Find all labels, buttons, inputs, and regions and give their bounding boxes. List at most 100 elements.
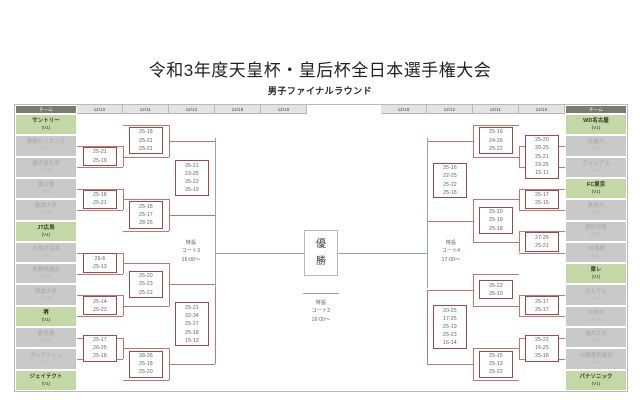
set-score: 25-19: [489, 217, 503, 224]
team-cell-left-2[interactable]: 順天堂大学(大学): [15, 156, 77, 178]
team-cell-left-1[interactable]: 東野ビリオンズ(V2): [15, 135, 77, 157]
team-cell-left-7[interactable]: 長野県連合(高校): [15, 263, 77, 285]
team-cell-right-9[interactable]: 中央大(大学): [565, 305, 627, 328]
team-class: (大学): [589, 146, 603, 152]
right-match-r1b-feeder-1: [519, 209, 565, 211]
team-class: (V1): [41, 231, 51, 237]
team-cell-right-12[interactable]: パナソニック(V1): [565, 369, 627, 391]
page-subtitle: 男子ファイナルラウンド: [267, 86, 373, 96]
set-score: 25-18: [535, 353, 549, 360]
left-match-qf_top-feeder-1: [169, 215, 215, 217]
left-match-qf_bot-join: [215, 284, 216, 365]
left-semi-spine: [215, 137, 216, 288]
set-score: 25-21: [139, 145, 153, 152]
team-name: 近畿大: [587, 139, 605, 146]
team-cell-left-12[interactable]: ジェイテクト(V1): [15, 369, 77, 391]
team-cell-left-0[interactable]: サントリー(V1): [15, 114, 77, 136]
left-match-r2c-feeder-1: [123, 305, 169, 307]
team-cell-right-8[interactable]: きんでん(V2): [565, 284, 627, 306]
team-class: (V1): [41, 316, 51, 322]
team-class: (大学): [589, 338, 603, 344]
team-cell-left-9[interactable]: 堺(V1): [15, 305, 77, 328]
set-score: 25-18: [93, 192, 107, 198]
team-class: (V1): [591, 125, 601, 131]
team-cell-left-6[interactable]: 大体大沼津(V1): [15, 241, 77, 264]
set-score: 25-15: [489, 353, 503, 360]
team-cell-left-11[interactable]: ヴィアティン(V2): [15, 348, 77, 370]
team-name: 富士通: [37, 182, 55, 189]
team-class: (V2): [41, 189, 51, 195]
team-cell-right-6[interactable]: VC長野(V2): [565, 241, 627, 264]
set-score: 25-21: [535, 242, 549, 249]
team-name: JT広島: [37, 224, 55, 231]
set-score: 25-21: [139, 137, 153, 144]
team-name: 長野県連合: [32, 267, 60, 274]
set-score: 25-18: [185, 329, 199, 336]
team-cell-left-4[interactable]: 新潟大学(大学): [15, 199, 77, 221]
team-name: 筑波大学: [35, 288, 57, 295]
team-cell-left-3[interactable]: 富士通(V2): [15, 177, 77, 200]
team-cell-right-2[interactable]: ヴォレアス(V2): [565, 156, 627, 178]
column-header-team-right: チーム: [565, 105, 627, 114]
right-match-r2c-join: [473, 273, 474, 306]
set-score: 24-26: [489, 137, 503, 144]
set-score: 25-6: [94, 255, 106, 262]
column-header-date-right-0: 12/18: [381, 105, 427, 114]
right-match-r1c-feeder-1: [519, 252, 565, 254]
right-match-r2a-feeder-1: [473, 156, 519, 158]
team-class: (高校): [589, 231, 603, 237]
team-cell-right-10[interactable]: 福井工大(大学): [565, 327, 627, 349]
semi-left-court: コート3: [181, 248, 201, 254]
set-score: 25-18: [139, 129, 153, 136]
column-header-date-right-2: 12/11: [473, 105, 519, 114]
set-score: 25-22: [489, 282, 503, 289]
team-cell-left-5[interactable]: JT広島(V1): [15, 220, 77, 242]
left-match-r1a-join: [123, 145, 124, 168]
team-class: (V2): [591, 359, 601, 365]
column-header-date-left-2: 12/12: [169, 105, 215, 114]
set-score: 25-20: [139, 273, 153, 280]
team-cell-left-8[interactable]: 筑波大学(大学): [15, 284, 77, 306]
team-cell-right-7[interactable]: 東レ(V1): [565, 263, 627, 285]
team-cell-right-1[interactable]: 近畿大(大学): [565, 135, 627, 157]
column-header-date-left-1: 12/11: [123, 105, 169, 114]
team-cell-right-0[interactable]: WD名古屋(V1): [565, 114, 627, 136]
set-score: 25-22: [185, 178, 199, 185]
team-class: (大学): [589, 210, 603, 216]
left-match-r2a-join: [169, 124, 170, 157]
team-name: FC東京: [586, 182, 606, 189]
left-match-r2b-feeder-1: [123, 231, 169, 233]
set-score: 25-15: [535, 200, 549, 207]
left-match-r2b-feeder-0: [123, 199, 169, 201]
set-score: 25-19: [93, 157, 107, 164]
set-score: 25-21: [185, 162, 199, 169]
team-name: VC長野: [586, 245, 606, 252]
team-class: (V2): [41, 146, 51, 152]
set-score: 25-16: [489, 129, 503, 136]
team-name: 新潟大学: [35, 203, 57, 210]
team-cell-right-3[interactable]: FC東京(V1): [565, 177, 627, 200]
left-match-r1b-join: [123, 188, 124, 210]
set-score: 25-20: [139, 369, 153, 376]
team-name: 東野ビリオンズ: [26, 139, 66, 146]
set-score: 20-25: [93, 345, 107, 352]
team-cell-right-5[interactable]: 愛知学泉(高校): [565, 220, 627, 242]
right-match-r1d-feeder-0: [519, 295, 565, 297]
set-score: 25-23: [93, 306, 107, 313]
team-cell-right-4[interactable]: 東海大(大学): [565, 199, 627, 221]
team-cell-right-11[interactable]: 大崎電気連合(V2): [565, 348, 627, 370]
team-name: パナソニック: [579, 373, 613, 380]
left-match-r2b-join: [169, 199, 170, 232]
team-class: (大学): [39, 210, 53, 216]
team-class: (V2): [591, 295, 601, 301]
team-cell-left-10[interactable]: 鹿児島(高校): [15, 327, 77, 349]
